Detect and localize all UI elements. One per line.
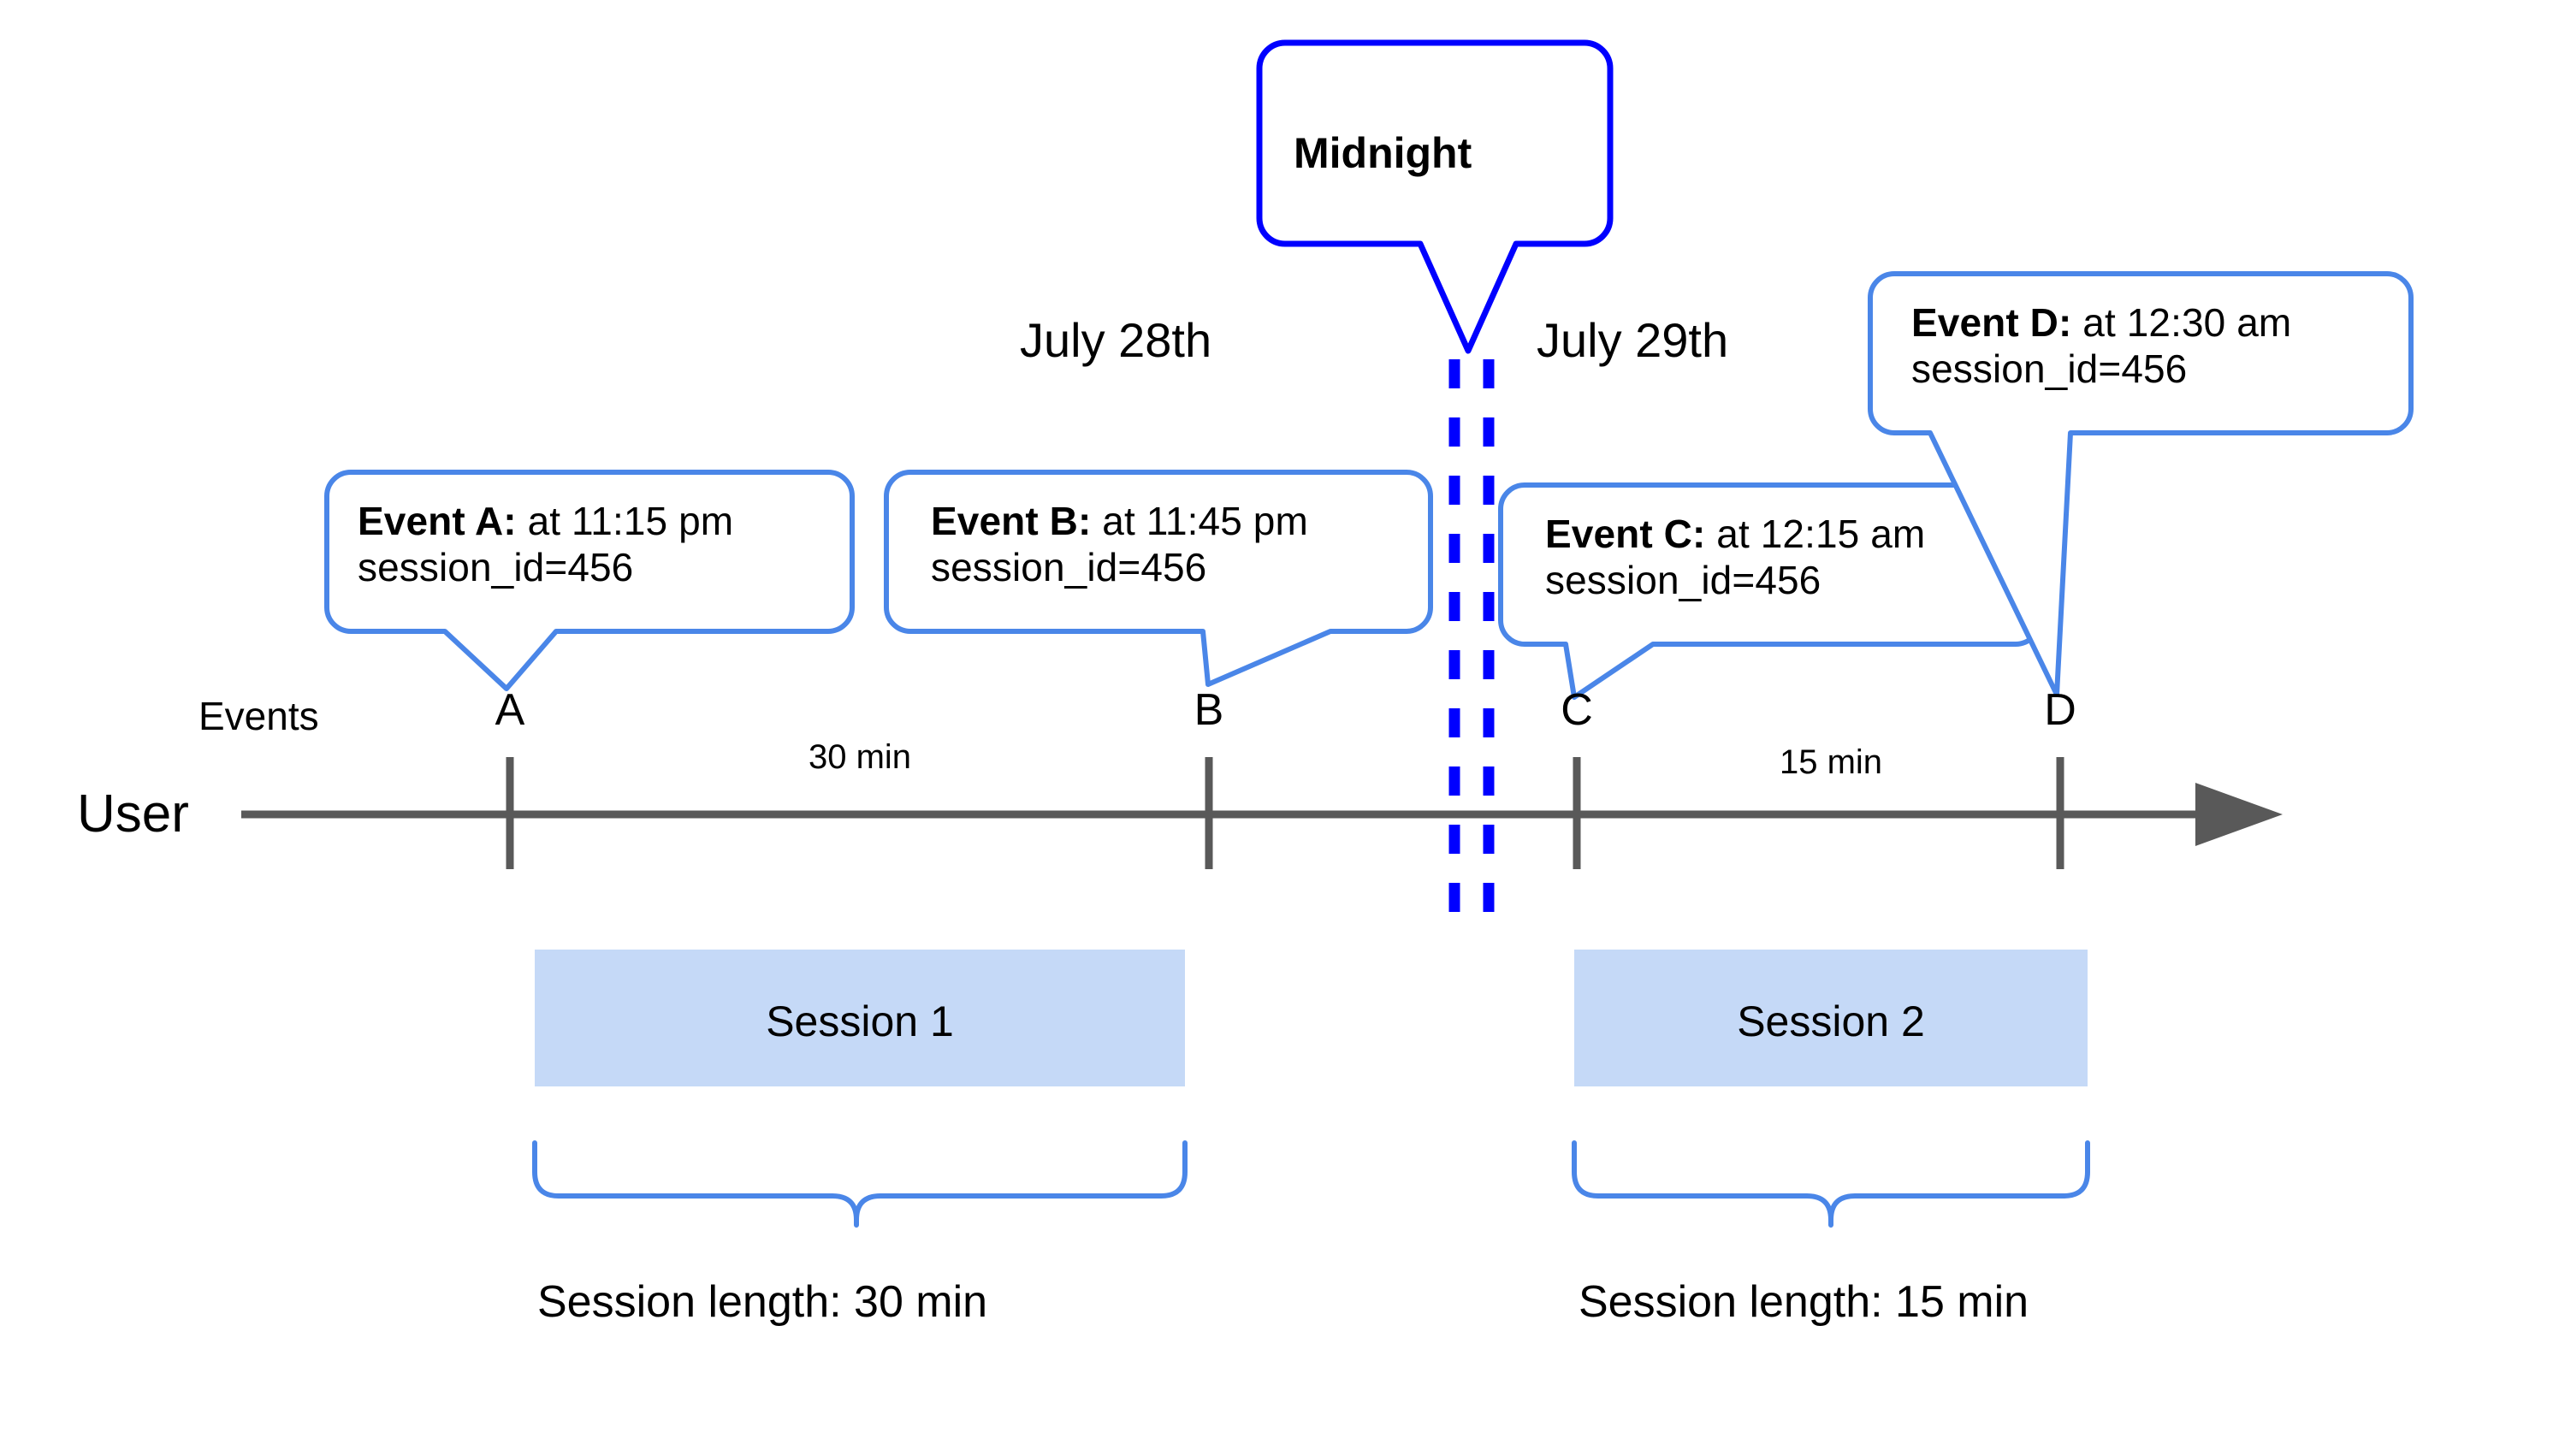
callout-d-line2: session_id=456 [1911, 346, 2188, 392]
session-1-length-label: Session length: 30 min [537, 1277, 988, 1327]
midnight-callout-shape [1256, 39, 1614, 354]
callout-c-rest: at 12:15 am [1705, 512, 1926, 556]
timeline-arrowhead [2195, 783, 2283, 846]
callout-b-line2: session_id=456 [931, 545, 1207, 590]
callout-b-text: Event B: at 11:45 pm session_id=456 [931, 498, 1308, 591]
tick-label-a: A [495, 685, 525, 735]
tick-label-c: C [1561, 685, 1593, 735]
callout-a-line2: session_id=456 [358, 545, 634, 590]
callout-d-bold: Event D: [1911, 300, 2072, 345]
callout-a-rest: at 11:15 pm [516, 499, 734, 543]
session-2-length-label: Session length: 15 min [1579, 1277, 2029, 1327]
callout-c-text: Event C: at 12:15 am session_id=456 [1545, 511, 1925, 604]
user-row-label: User [77, 784, 189, 843]
callout-c-line2: session_id=456 [1545, 558, 1821, 603]
session-2-label: Session 2 [1737, 997, 1925, 1045]
callout-b-rest: at 11:45 pm [1091, 499, 1308, 543]
callout-d-text: Event D: at 12:30 am session_id=456 [1911, 299, 2291, 393]
callout-b-bold: Event B: [931, 499, 1092, 543]
tick-label-d: D [2044, 685, 2076, 735]
date-label-july-28: July 28th [1020, 313, 1212, 367]
session-1-label: Session 1 [766, 997, 954, 1045]
callout-a-bold: Event A: [358, 499, 517, 543]
callout-d-rest: at 12:30 am [2071, 300, 2292, 345]
midnight-callout-label: Midnight [1294, 129, 1472, 177]
callout-a-text: Event A: at 11:15 pm session_id=456 [358, 498, 733, 591]
gap-label-a-b: 30 min [808, 738, 912, 776]
session-1-brace [532, 1140, 1188, 1228]
callout-c-bold: Event C: [1545, 512, 1706, 556]
session-2-brace [1572, 1140, 2090, 1228]
date-label-july-29: July 29th [1537, 313, 1729, 367]
events-row-label: Events [198, 694, 319, 738]
tick-label-b: B [1194, 685, 1224, 735]
gap-label-c-d: 15 min [1779, 743, 1883, 781]
